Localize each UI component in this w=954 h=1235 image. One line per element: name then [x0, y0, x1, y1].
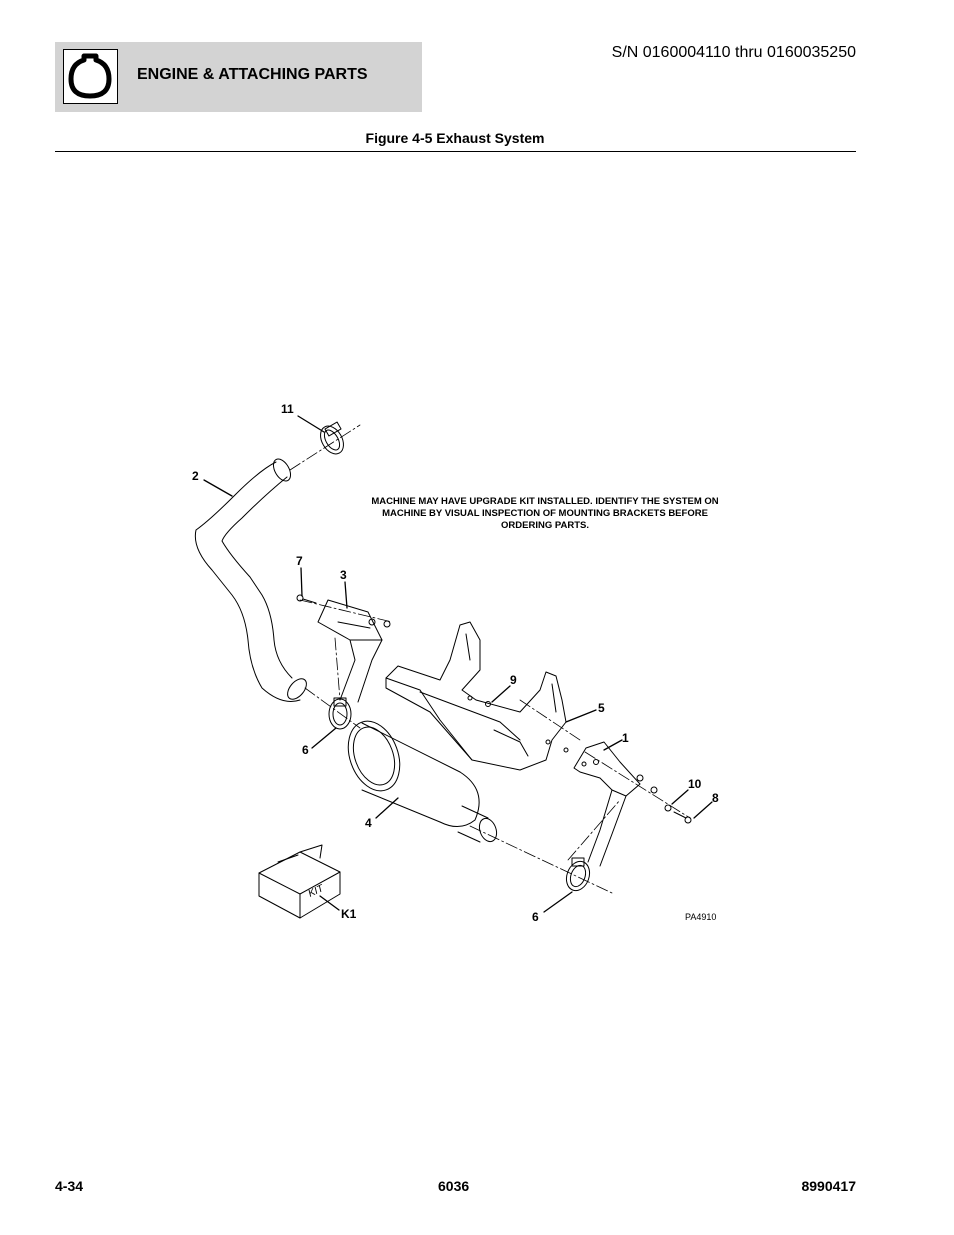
serial-range: S/N 0160004110 thru 0160035250: [611, 44, 856, 61]
callout-5: 5: [598, 701, 605, 715]
callout-6-upper: 6: [302, 743, 309, 757]
clamp-upper: [320, 421, 344, 455]
callout-9: 9: [510, 673, 517, 687]
bracket-upper: [296, 594, 391, 703]
section-header: ENGINE & ATTACHING PARTS: [55, 42, 422, 112]
callout-3: 3: [340, 568, 347, 582]
callout-10: 10: [688, 777, 702, 791]
page-number: 4-34: [55, 1178, 84, 1194]
kit-box: [258, 844, 341, 919]
callout-8: 8: [712, 791, 719, 805]
clamp-right: [565, 857, 591, 892]
engine-section-icon: [63, 49, 118, 104]
callout-11: 11: [281, 402, 294, 416]
callout-7: 7: [296, 554, 303, 568]
leader-lines: [203, 415, 713, 913]
clamp-left: [328, 697, 352, 730]
callout-k1: K1: [341, 907, 357, 921]
muffler: [347, 720, 498, 843]
callout-2: 2: [192, 469, 199, 483]
manual-part-number: 8990417: [801, 1178, 856, 1194]
exhaust-pipe: [194, 458, 307, 702]
drawing-number: PA4910: [685, 912, 717, 922]
header-rule: [55, 151, 856, 152]
callout-4: 4: [365, 816, 372, 830]
kit-label: KIT: [307, 883, 327, 900]
bracket-right: [573, 741, 692, 867]
callout-1: 1: [622, 731, 629, 745]
model-number: 6036: [438, 1178, 470, 1194]
mounting-frame: [385, 621, 569, 771]
callout-6-lower: 6: [532, 910, 539, 924]
section-title: ENGINE & ATTACHING PARTS: [137, 66, 368, 83]
upgrade-note: MACHINE MAY HAVE UPGRADE KIT INSTALLED. …: [371, 496, 719, 531]
figure-title: Figure 4-5 Exhaust System: [365, 130, 545, 146]
